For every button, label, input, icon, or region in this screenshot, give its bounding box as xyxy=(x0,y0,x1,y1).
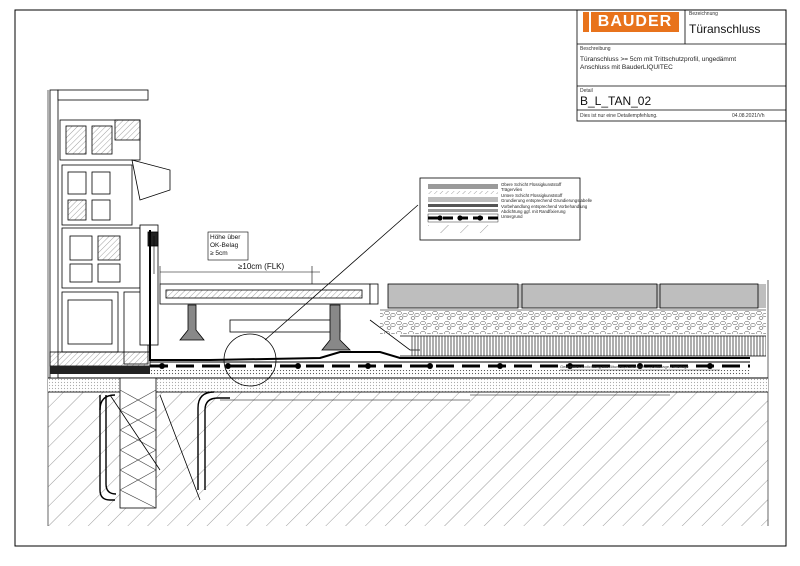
rebar xyxy=(99,391,230,501)
concrete-slab xyxy=(48,377,768,526)
drainage-grate xyxy=(159,283,420,351)
legend-item: Untere Schicht Flüssigkunststoff xyxy=(501,192,563,198)
waterproofing-layer xyxy=(149,230,750,376)
description-line-1: Türanschluss >= 5cm mit Trittschutzprofi… xyxy=(580,56,737,63)
bezeichnung-label: Bezeichnung xyxy=(689,11,718,17)
bauder-logo: BAUDER xyxy=(583,12,679,32)
door-frame xyxy=(49,89,171,379)
height-annotation: Höhe über OK-Belag ≥ 5cm xyxy=(210,234,240,258)
drawing-title: Türanschluss xyxy=(689,22,761,36)
bottom-note: Geeigneter Abdichtung aus Bitumen, Kunst… xyxy=(560,364,689,369)
insulation-column xyxy=(119,377,157,509)
drainage-mat xyxy=(400,335,766,357)
door-sill xyxy=(49,351,151,374)
detail-code: B_L_TAN_02 xyxy=(580,94,652,108)
height-label-line-3: ≥ 5cm xyxy=(210,250,228,257)
legend-item: Grundierung entsprechend Grundierungstab… xyxy=(501,198,593,204)
sheet-border xyxy=(14,9,787,547)
legend-item: Abdichtung ggf. mit Randfixierung xyxy=(501,209,566,215)
drawing-date: 04.08.2021/Vh xyxy=(732,113,765,119)
height-label-line-2: OK-Belag xyxy=(210,242,239,249)
disclaimer-note: Dies ist nur eine Detailempfehlung. xyxy=(580,113,658,119)
legend-list: Obere Schicht Flüssigkunststoff Trägervl… xyxy=(501,182,592,220)
gravel-bed xyxy=(380,309,766,334)
detail-label: Detail xyxy=(580,88,593,94)
title-block xyxy=(576,9,787,122)
logo-text: BAUDER xyxy=(597,13,673,30)
distance-label: ≥10cm (FLK) xyxy=(238,262,285,271)
legend-item: Untergrund xyxy=(501,214,523,220)
paving-slabs xyxy=(387,283,766,309)
beschreibung-label: Beschreibung xyxy=(580,46,611,52)
detail-callout xyxy=(223,204,419,387)
dimension-lines xyxy=(153,231,320,284)
height-label-line-1: Höhe über xyxy=(210,234,241,241)
description-line-2: Anschluss mit BauderLIQUITEC xyxy=(580,64,673,71)
legend-item: Obere Schicht Flüssigkunststoff xyxy=(501,182,562,187)
legend-box xyxy=(419,177,581,241)
legend-item: Trägervlies xyxy=(501,187,523,193)
legend-item: Vorbehandlung entsprechend Vorbehandlung xyxy=(501,203,588,209)
